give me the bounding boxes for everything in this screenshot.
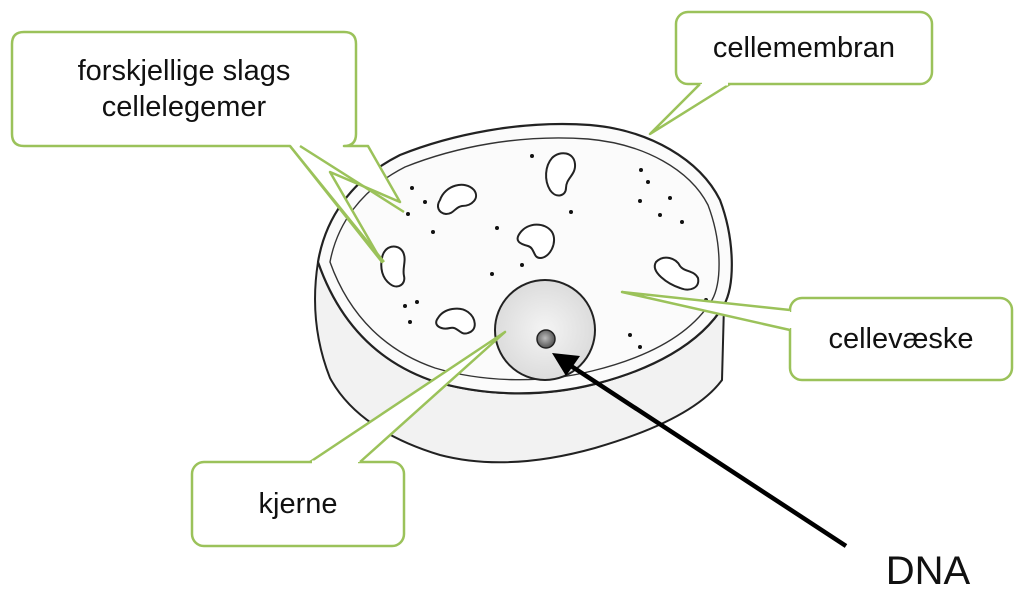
label-organelles-line1: forskjellige slags [78,53,291,89]
label-membrane: cellemembran [676,12,932,84]
label-cytoplasm: cellevæske [790,298,1012,380]
callout-membrane-pointer [650,84,730,134]
dna-nucleolus [537,330,555,348]
label-dna: DNA [868,548,988,594]
label-nucleus: kjerne [192,462,404,546]
label-organelles: forskjellige slags cellelegemer [12,32,356,146]
label-organelles-line2: cellelegemer [102,89,266,125]
